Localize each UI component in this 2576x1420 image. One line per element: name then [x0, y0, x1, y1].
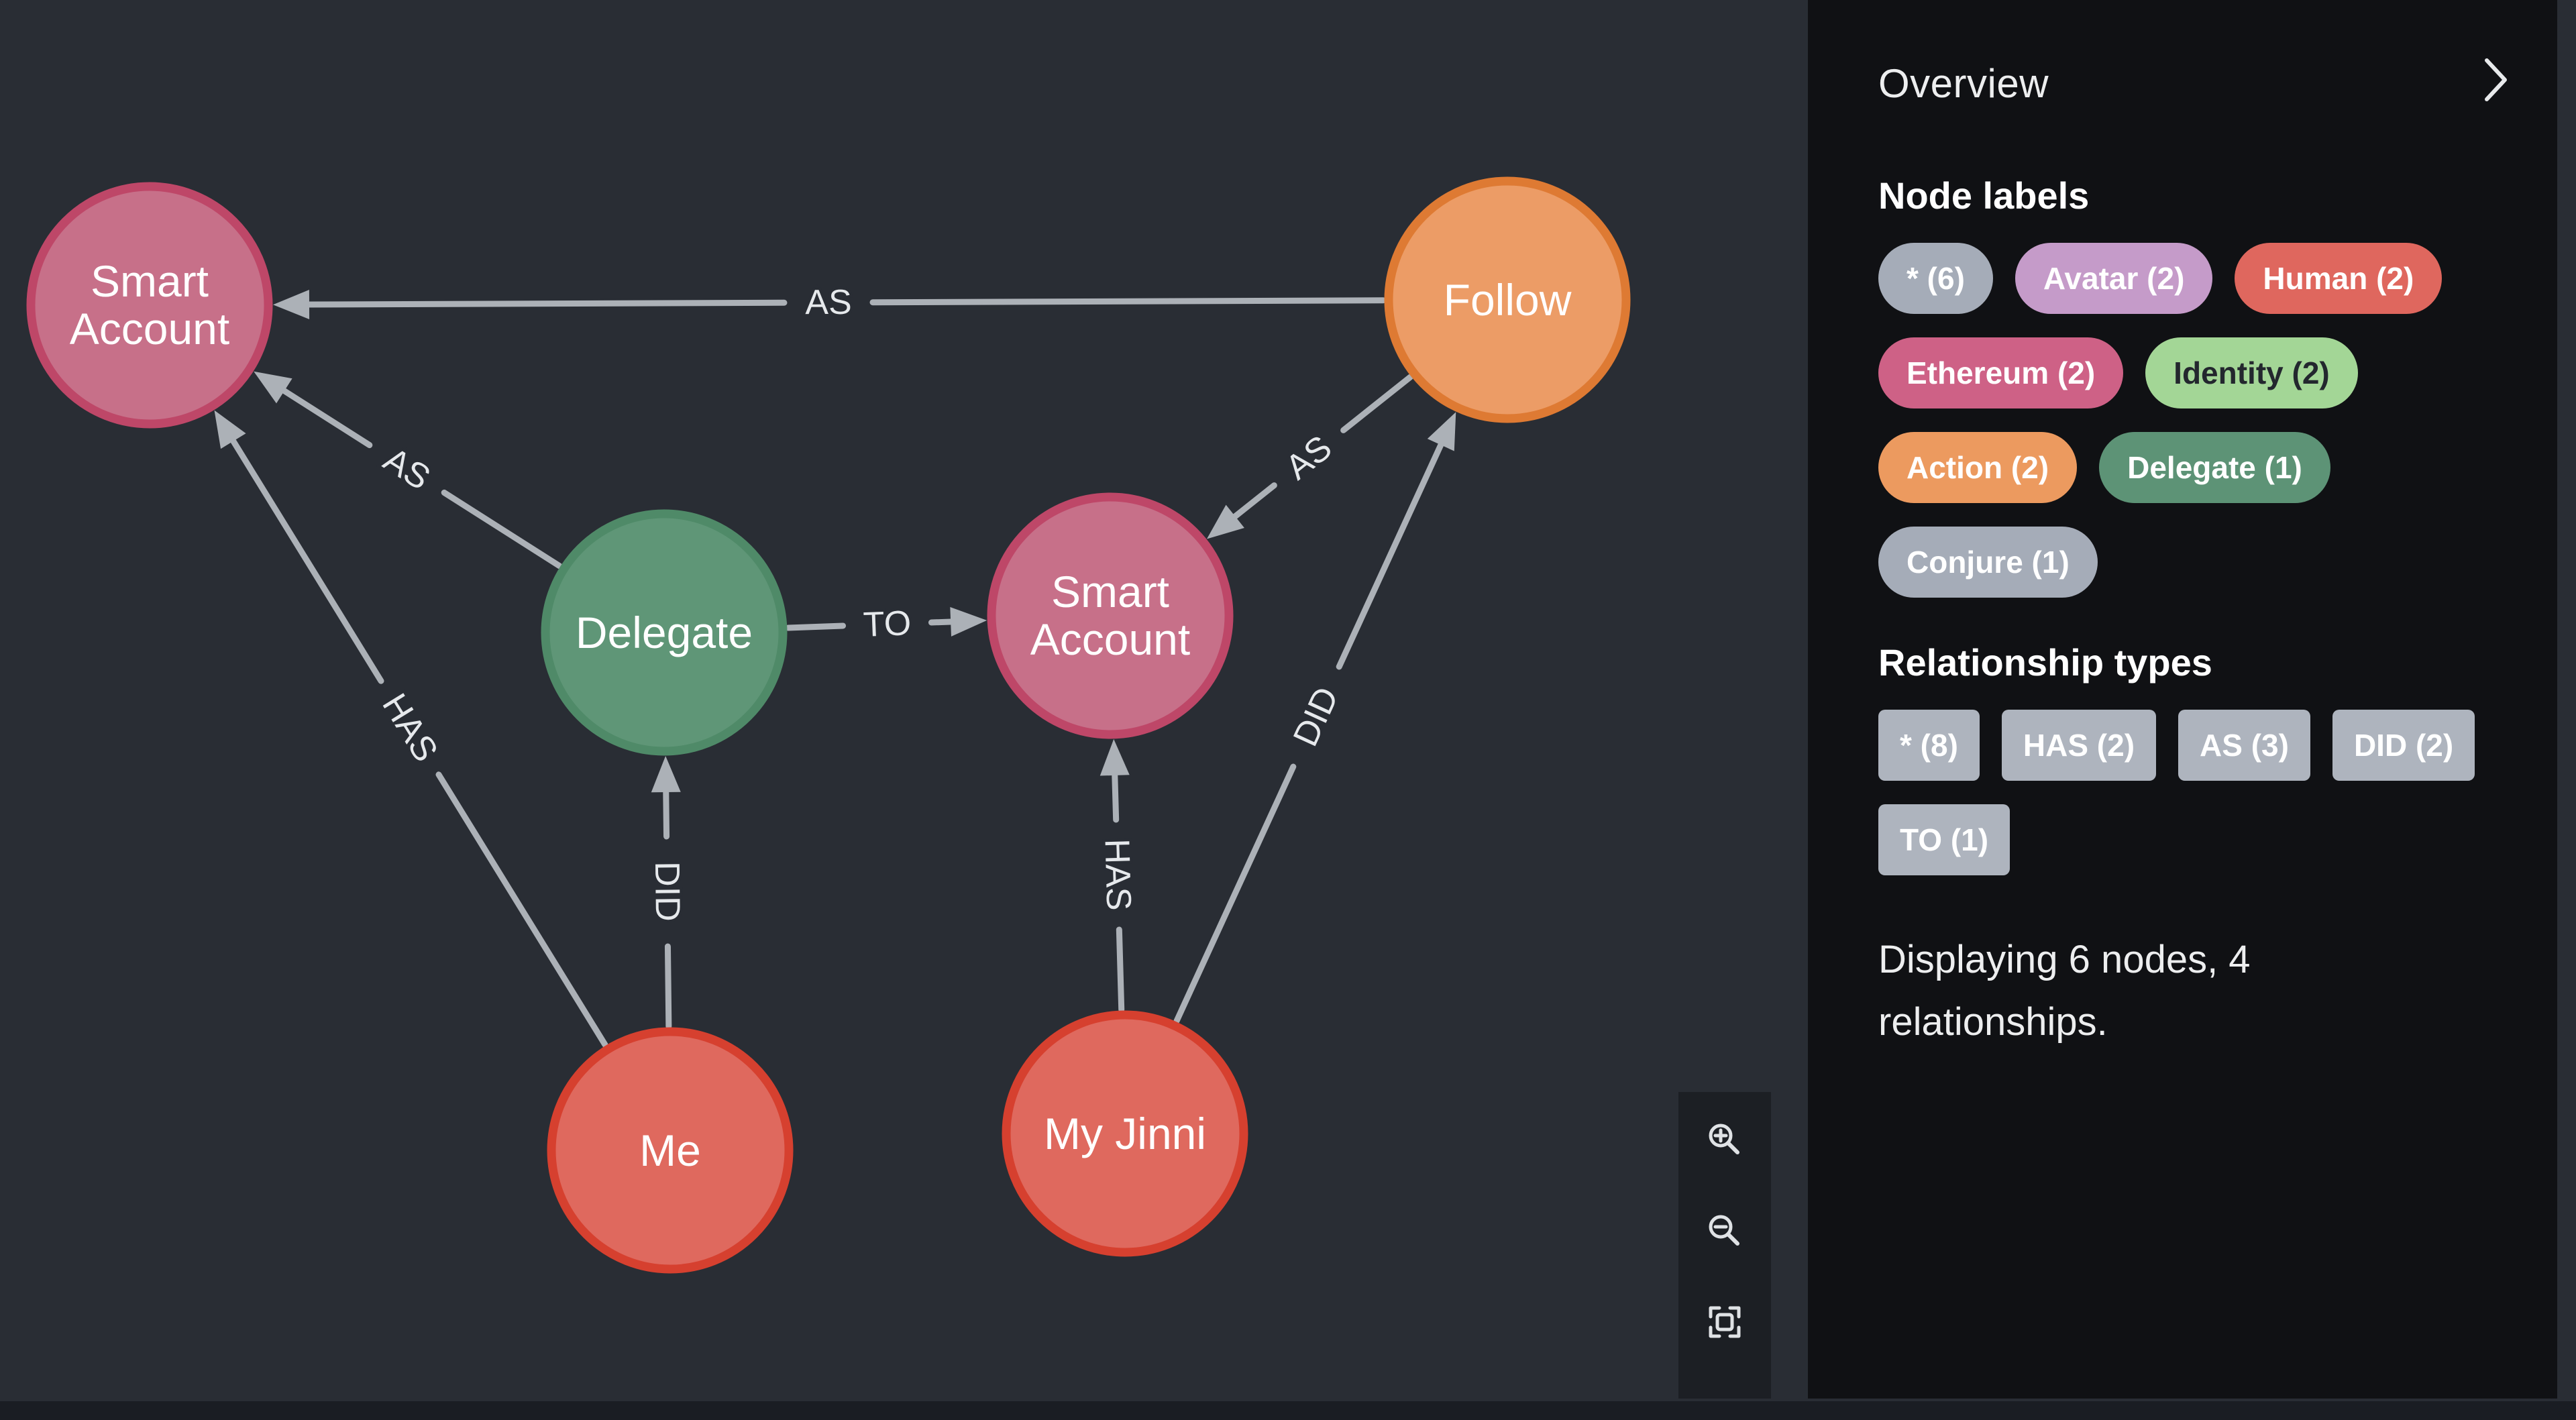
graph-edge-has[interactable]: HAS [1094, 739, 1141, 1013]
edge-label: AS [1279, 428, 1339, 488]
zoom-out-icon [1705, 1211, 1744, 1250]
relationship-type-badge[interactable]: * (8) [1878, 710, 1980, 781]
chevron-right-icon [2483, 58, 2509, 105]
arrowhead [950, 606, 987, 637]
arrowhead [1427, 412, 1456, 451]
edge-label: TO [863, 604, 912, 645]
node-label-badge[interactable]: Identity (2) [2145, 337, 2358, 408]
arrowhead [651, 755, 681, 793]
arrowhead [1099, 739, 1130, 776]
node-label: Follow [1444, 275, 1572, 325]
node-label-badge[interactable]: Action (2) [1878, 432, 2078, 503]
node-label: Delegate [576, 608, 753, 657]
edge-label: HAS [1097, 838, 1138, 912]
zoom-out-button[interactable] [1705, 1211, 1744, 1250]
display-status-line1: Displaying 6 nodes, 4 [1878, 938, 2251, 981]
relationship-type-badge[interactable]: TO (1) [1878, 804, 2010, 875]
node-label-badge[interactable]: Conjure (1) [1878, 527, 2098, 598]
graph-node-me[interactable]: Me [547, 1027, 794, 1274]
arrowhead [254, 371, 292, 404]
node-label-badge[interactable]: Ethereum (2) [1878, 337, 2124, 408]
node-label: Me [639, 1126, 701, 1175]
collapse-panel-button[interactable] [2483, 56, 2509, 105]
graph-node-delegate[interactable]: Delegate [541, 509, 788, 756]
arrowhead [272, 290, 310, 320]
fit-to-screen-icon [1706, 1303, 1743, 1341]
edge-label: DID [647, 861, 687, 922]
display-status-line2: relationships. [1878, 999, 2108, 1044]
edge-label: HAS [374, 687, 445, 768]
node-label-badge[interactable]: Avatar (2) [2015, 243, 2213, 314]
graph-edge-to[interactable]: TO [785, 601, 987, 647]
graph-edge-as[interactable]: AS [254, 371, 563, 569]
graph-edge-did[interactable]: DID [1173, 412, 1456, 1024]
relationship-type-badge[interactable]: DID (2) [2332, 710, 2475, 781]
bottom-bar [0, 1401, 2576, 1420]
node-label-badge[interactable]: Human (2) [2235, 243, 2443, 314]
edge-label: AS [377, 440, 437, 498]
arrowhead [214, 410, 246, 449]
display-status: Displaying 6 nodes, 4 relationships. [1878, 929, 2490, 1054]
graph-node-follow[interactable]: Follow [1384, 176, 1631, 423]
edge-label: DID [1286, 681, 1346, 753]
overview-panel: Overview Node labels * (6) Avatar (2) Huma… [1808, 0, 2557, 1399]
panel-title: Overview [1878, 61, 2049, 106]
node-label-badge[interactable]: Delegate (1) [2099, 432, 2330, 503]
graph-edge-as[interactable]: AS [272, 280, 1387, 325]
arrowhead [1206, 504, 1244, 539]
node-label-badge[interactable]: * (6) [1878, 243, 1993, 314]
zoom-in-button[interactable] [1705, 1120, 1744, 1159]
relationship-type-badge[interactable]: HAS (2) [2001, 710, 2157, 781]
graph-node-my-jinni[interactable]: My Jinni [1002, 1010, 1248, 1257]
node-label: My Jinni [1044, 1109, 1206, 1158]
graph-edge-has[interactable]: HAS [214, 410, 608, 1048]
node-label-badges: * (6) Avatar (2) Human (2) Ethereum (2) Iden… [1878, 243, 2490, 598]
node-labels-heading: Node labels [1878, 174, 2090, 217]
relationship-type-badges: * (8) HAS (2) AS (3) DID (2) TO (1) [1878, 710, 2490, 875]
relationship-types-heading: Relationship types [1878, 641, 2212, 684]
zoom-toolbar [1678, 1092, 1771, 1399]
relationship-type-badge[interactable]: AS (3) [2178, 710, 2310, 781]
zoom-in-icon [1705, 1120, 1744, 1159]
edge-label: AS [805, 283, 852, 322]
graph-edge-did[interactable]: DID [645, 755, 690, 1030]
graph-edge-as[interactable]: AS [1206, 374, 1413, 539]
fit-to-screen-button[interactable] [1705, 1303, 1744, 1342]
